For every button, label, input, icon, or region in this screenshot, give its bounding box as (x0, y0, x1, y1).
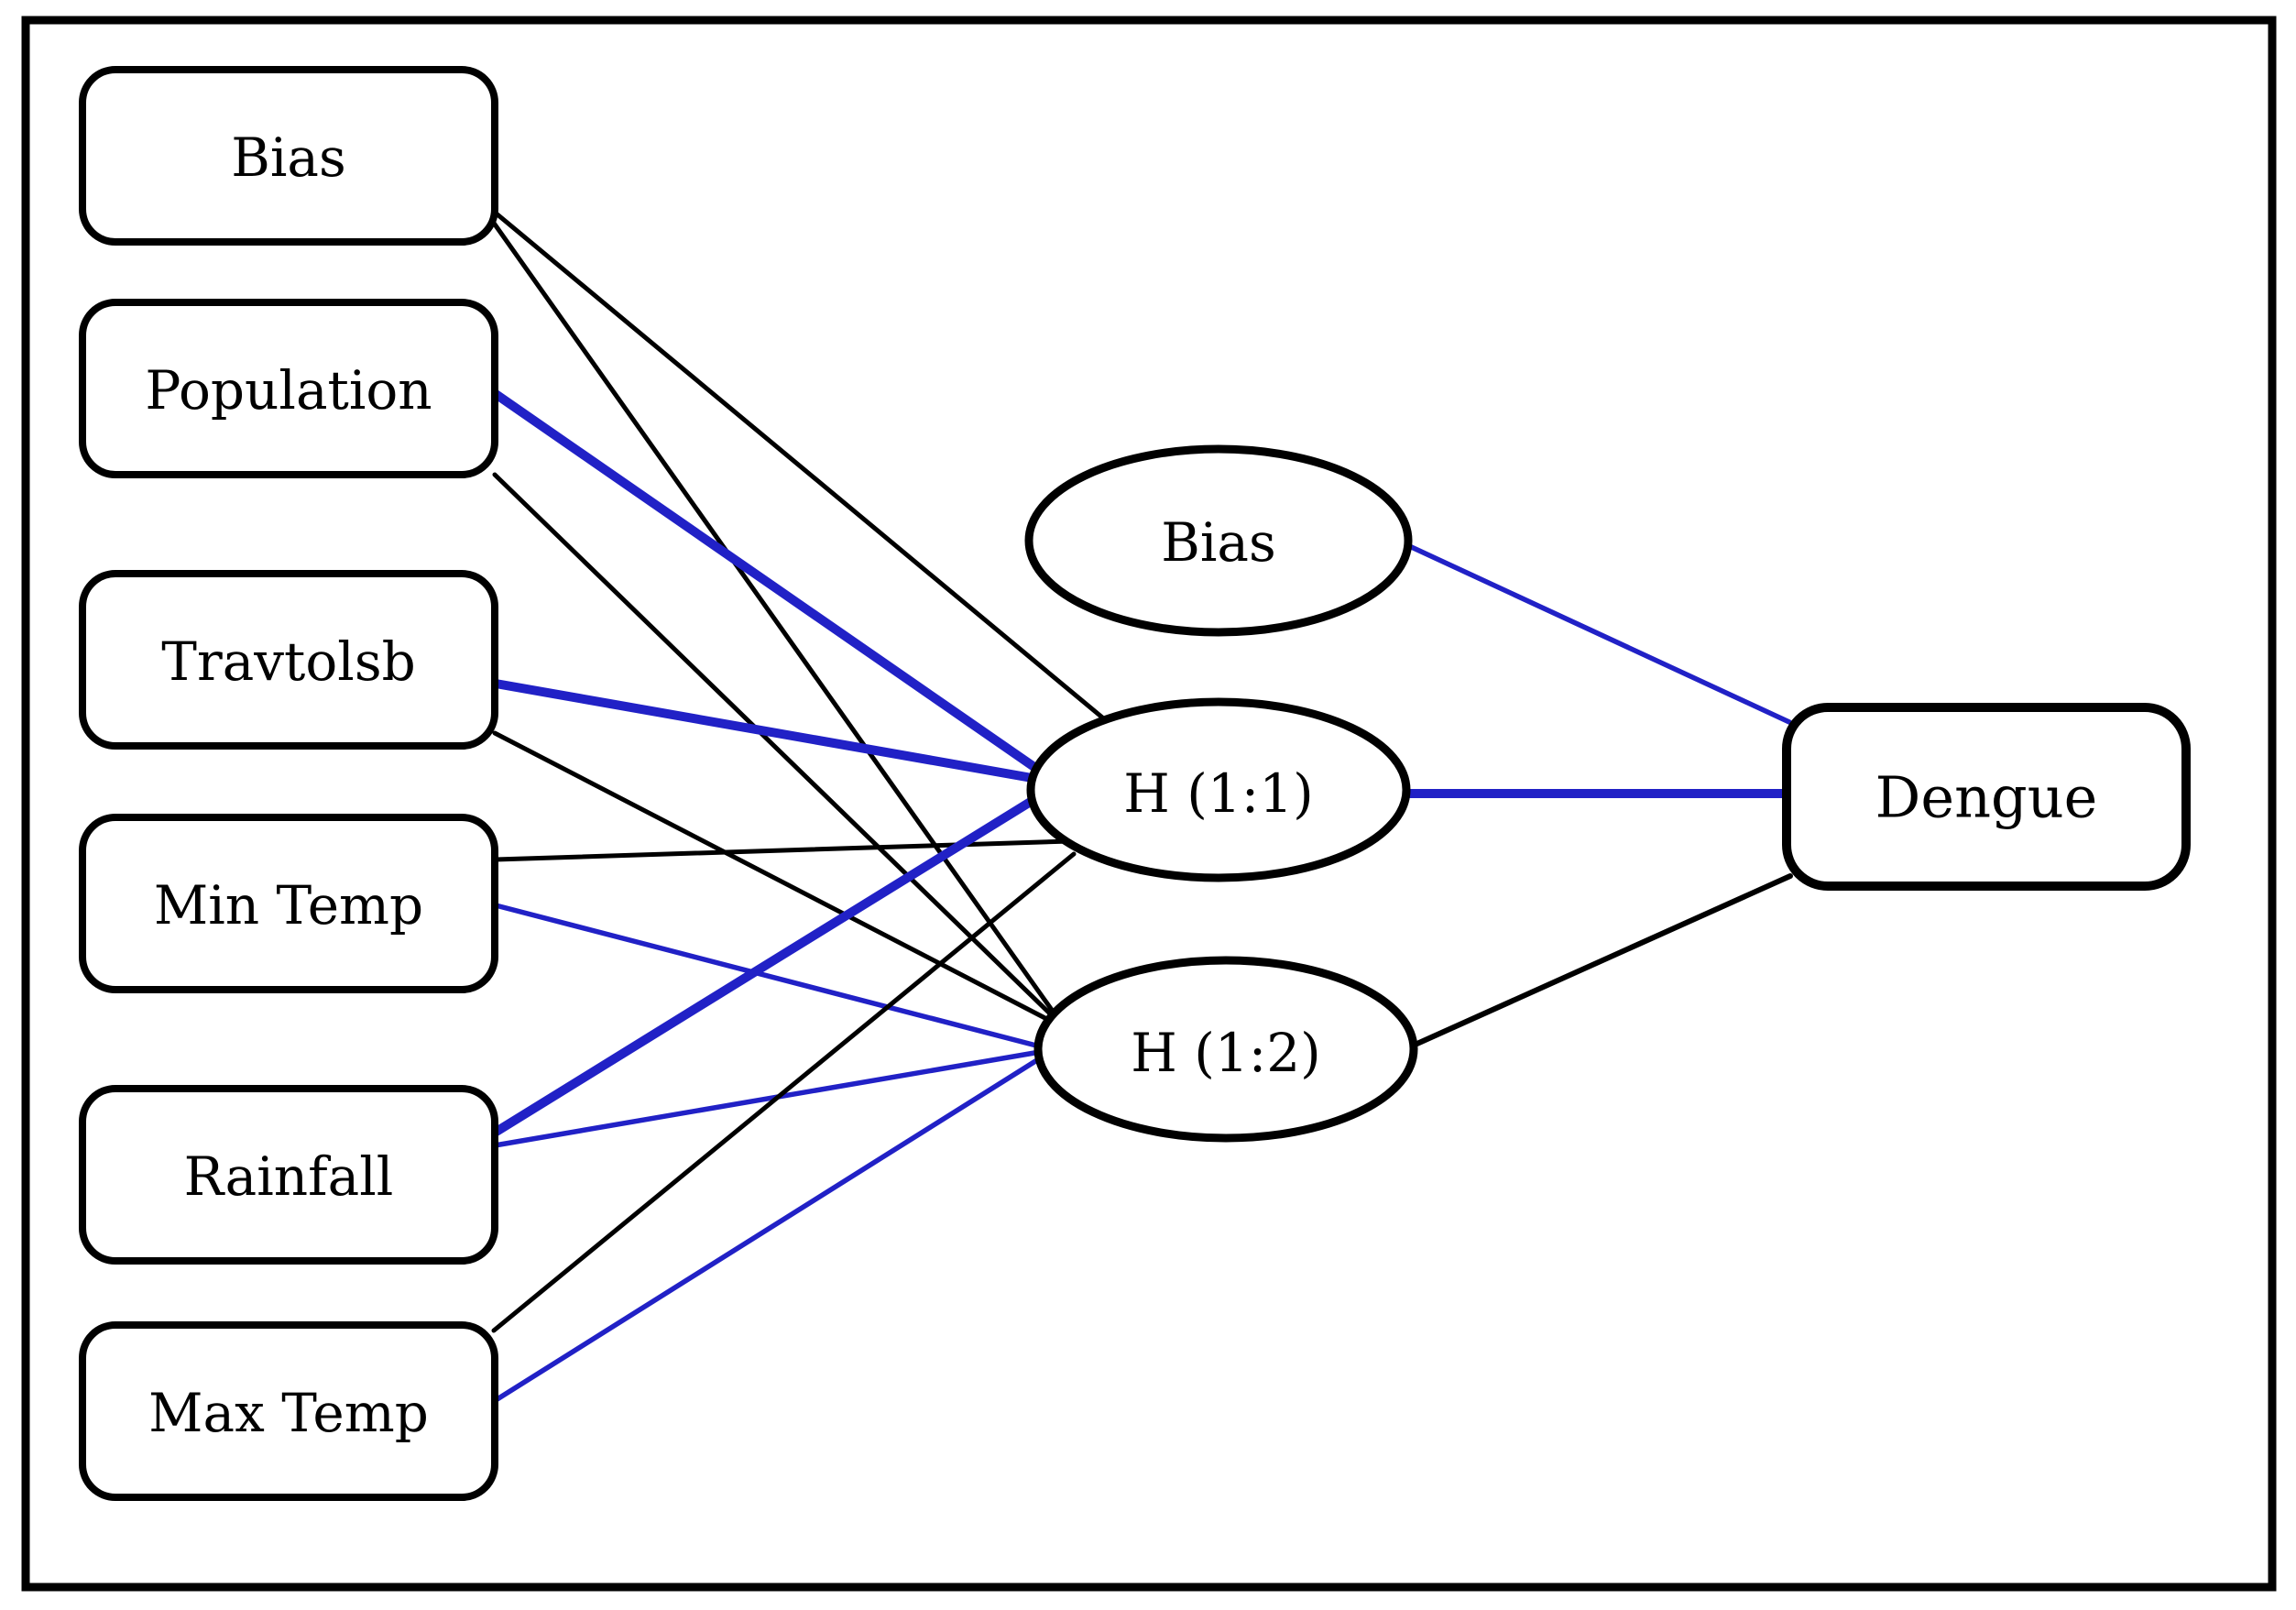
input-node-max-temp: Max Temp (79, 1321, 498, 1501)
hidden-node-h12: H (1:2) (1033, 956, 1418, 1143)
output-node-dengue: Dengue (1782, 703, 2191, 891)
input-node-population: Population (79, 299, 498, 478)
edge-input-min-temp-to-hidden-h11 (493, 838, 1073, 862)
hidden-node-bias: Bias (1024, 444, 1413, 637)
edge-input-max-temp-to-hidden-h12 (493, 1056, 1043, 1403)
input-node-max-temp-shape (79, 1321, 498, 1501)
edge-input-bias-to-hidden-h11 (490, 208, 1110, 724)
input-node-bias-label: Bias (231, 126, 346, 189)
hidden-node-h12-label: H (1:2) (1131, 1022, 1321, 1084)
edge-input-max-temp-to-hidden-h11 (491, 851, 1077, 1333)
input-node-population-label: Population (145, 359, 432, 422)
edge-hidden-h12-to-output-dengue (1408, 873, 1793, 1049)
hidden-node-bias-shape (1024, 444, 1413, 637)
edge-input-travtolsb-to-hidden-h11 (491, 679, 1042, 783)
input-node-min-temp-label: Min Temp (154, 874, 423, 936)
edge-input-rainfall-to-hidden-h12 (492, 1049, 1043, 1148)
input-node-min-temp: Min Temp (79, 814, 498, 993)
input-node-bias: Bias (79, 66, 498, 246)
hidden-node-h12-shape (1033, 956, 1418, 1143)
input-node-rainfall: Rainfall (79, 1085, 498, 1265)
edge-input-min-temp-to-hidden-h12 (493, 903, 1043, 1049)
input-node-population-shape (79, 299, 498, 478)
input-node-travtolsb: Travtolsb (79, 570, 498, 750)
edge-hidden-bias-to-output-dengue (1403, 542, 1792, 725)
hidden-node-h11: H (1:1) (1026, 697, 1411, 882)
input-node-travtolsb-label: Travtolsb (161, 630, 415, 693)
input-node-max-temp-label: Max Temp (148, 1382, 429, 1444)
input-node-travtolsb-shape (79, 570, 498, 750)
hidden-node-h11-label: H (1:1) (1123, 762, 1314, 825)
edge-layer (490, 208, 1794, 1403)
input-node-rainfall-label: Rainfall (184, 1145, 394, 1208)
input-node-rainfall-shape (79, 1085, 498, 1265)
edge-input-travtolsb-to-hidden-h12 (492, 730, 1064, 1029)
hidden-node-h11-shape (1026, 697, 1411, 882)
edge-input-population-to-hidden-h12 (492, 472, 1058, 1022)
edge-input-population-to-hidden-h11 (491, 389, 1045, 776)
hidden-node-bias-label: Bias (1161, 511, 1276, 574)
input-node-bias-shape (79, 66, 498, 246)
edge-input-rainfall-to-hidden-h11 (490, 791, 1045, 1137)
edge-input-bias-to-hidden-h12 (490, 219, 1056, 1015)
output-node-dengue-label: Dengue (1875, 764, 2098, 831)
input-node-min-temp-shape (79, 814, 498, 993)
output-node-dengue-shape (1782, 703, 2191, 891)
